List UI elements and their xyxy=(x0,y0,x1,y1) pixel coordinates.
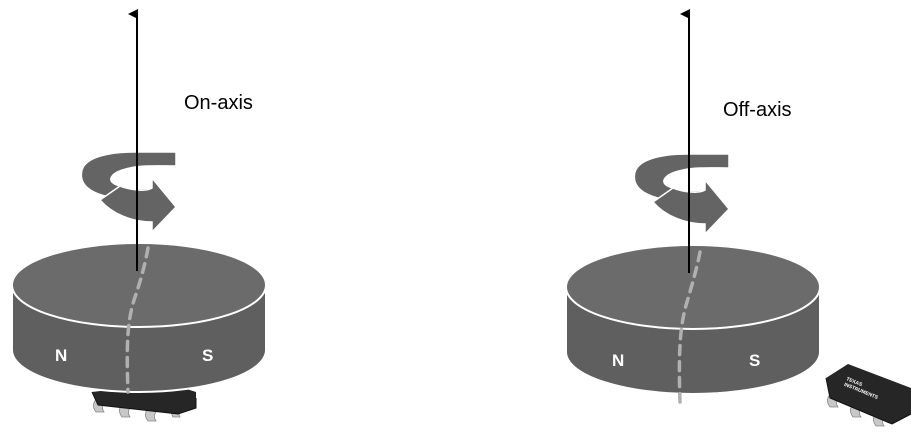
on-axis-magnet: N S xyxy=(11,242,267,394)
on-axis-north-pole-label: N xyxy=(55,346,67,365)
off-axis-south-pole-label: S xyxy=(749,351,760,370)
on-axis-panel: N S On-axis xyxy=(11,9,267,422)
on-axis-rotation-arrow-icon xyxy=(80,151,178,234)
off-axis-magnet: N S xyxy=(565,244,821,404)
off-axis-sensor-chip: TEXAS INSTRUMENTS xyxy=(825,364,911,427)
off-axis-rotation-arrow-icon xyxy=(633,153,731,236)
off-axis-north-pole-label: N xyxy=(612,351,624,370)
off-axis-title: Off-axis xyxy=(723,99,792,121)
on-axis-south-pole-label: S xyxy=(202,346,213,365)
off-axis-panel: N S Off-axis TEXAS INSTRUMENTS xyxy=(565,9,911,427)
on-axis-title: On-axis xyxy=(184,92,253,114)
